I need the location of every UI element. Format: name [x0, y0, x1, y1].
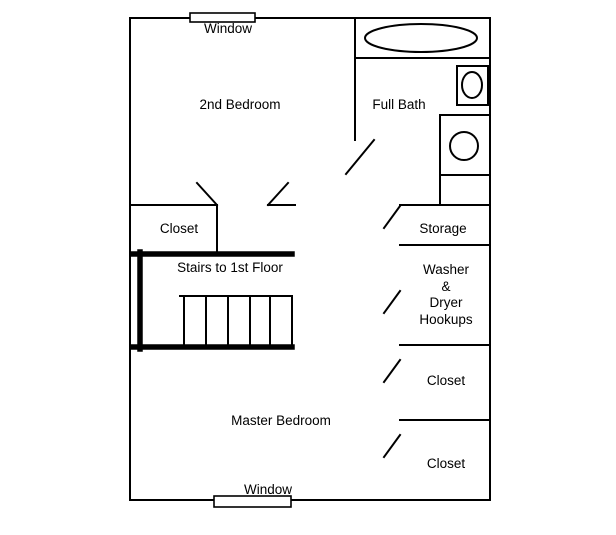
bathroom-door-swing-icon [344, 138, 376, 176]
outer-wall [129, 17, 491, 501]
closet-lower-right-label: Closet [427, 456, 466, 471]
full-bath-label: Full Bath [372, 97, 425, 112]
bathtub-icon [364, 23, 478, 53]
sink-basin-icon [461, 71, 483, 99]
window-top-icon [189, 12, 256, 23]
closet-door-right-leaf-icon [266, 181, 290, 207]
storage-door-swing-icon [382, 204, 402, 230]
toilet-icon [449, 131, 479, 161]
stairs-label: Stairs to 1st Floor [177, 260, 283, 275]
window-bottom-icon [213, 495, 292, 508]
second-bedroom-label: 2nd Bedroom [199, 97, 280, 112]
washer-dryer-label-line3: Dryer [430, 295, 464, 310]
closet-upper-right-door-swing-icon [382, 358, 402, 384]
washer-dryer-label-line4: Hookups [419, 312, 473, 327]
closet-door-left-leaf-icon [195, 181, 219, 207]
storage-label: Storage [419, 221, 466, 236]
washer-dryer-door-swing-icon [382, 289, 402, 315]
window-top-label: Window [204, 21, 252, 36]
closet-lower-right-door-swing-icon [382, 433, 402, 459]
closet-upper-right-label: Closet [427, 373, 466, 388]
washer-dryer-label-line2: & [441, 279, 450, 294]
sink-cabinet-icon [456, 65, 489, 106]
master-bedroom-label: Master Bedroom [231, 413, 331, 428]
closet-left-label: Closet [160, 221, 199, 236]
washer-dryer-label-line1: Washer [423, 262, 470, 277]
window-bottom-label: Window [244, 482, 292, 497]
